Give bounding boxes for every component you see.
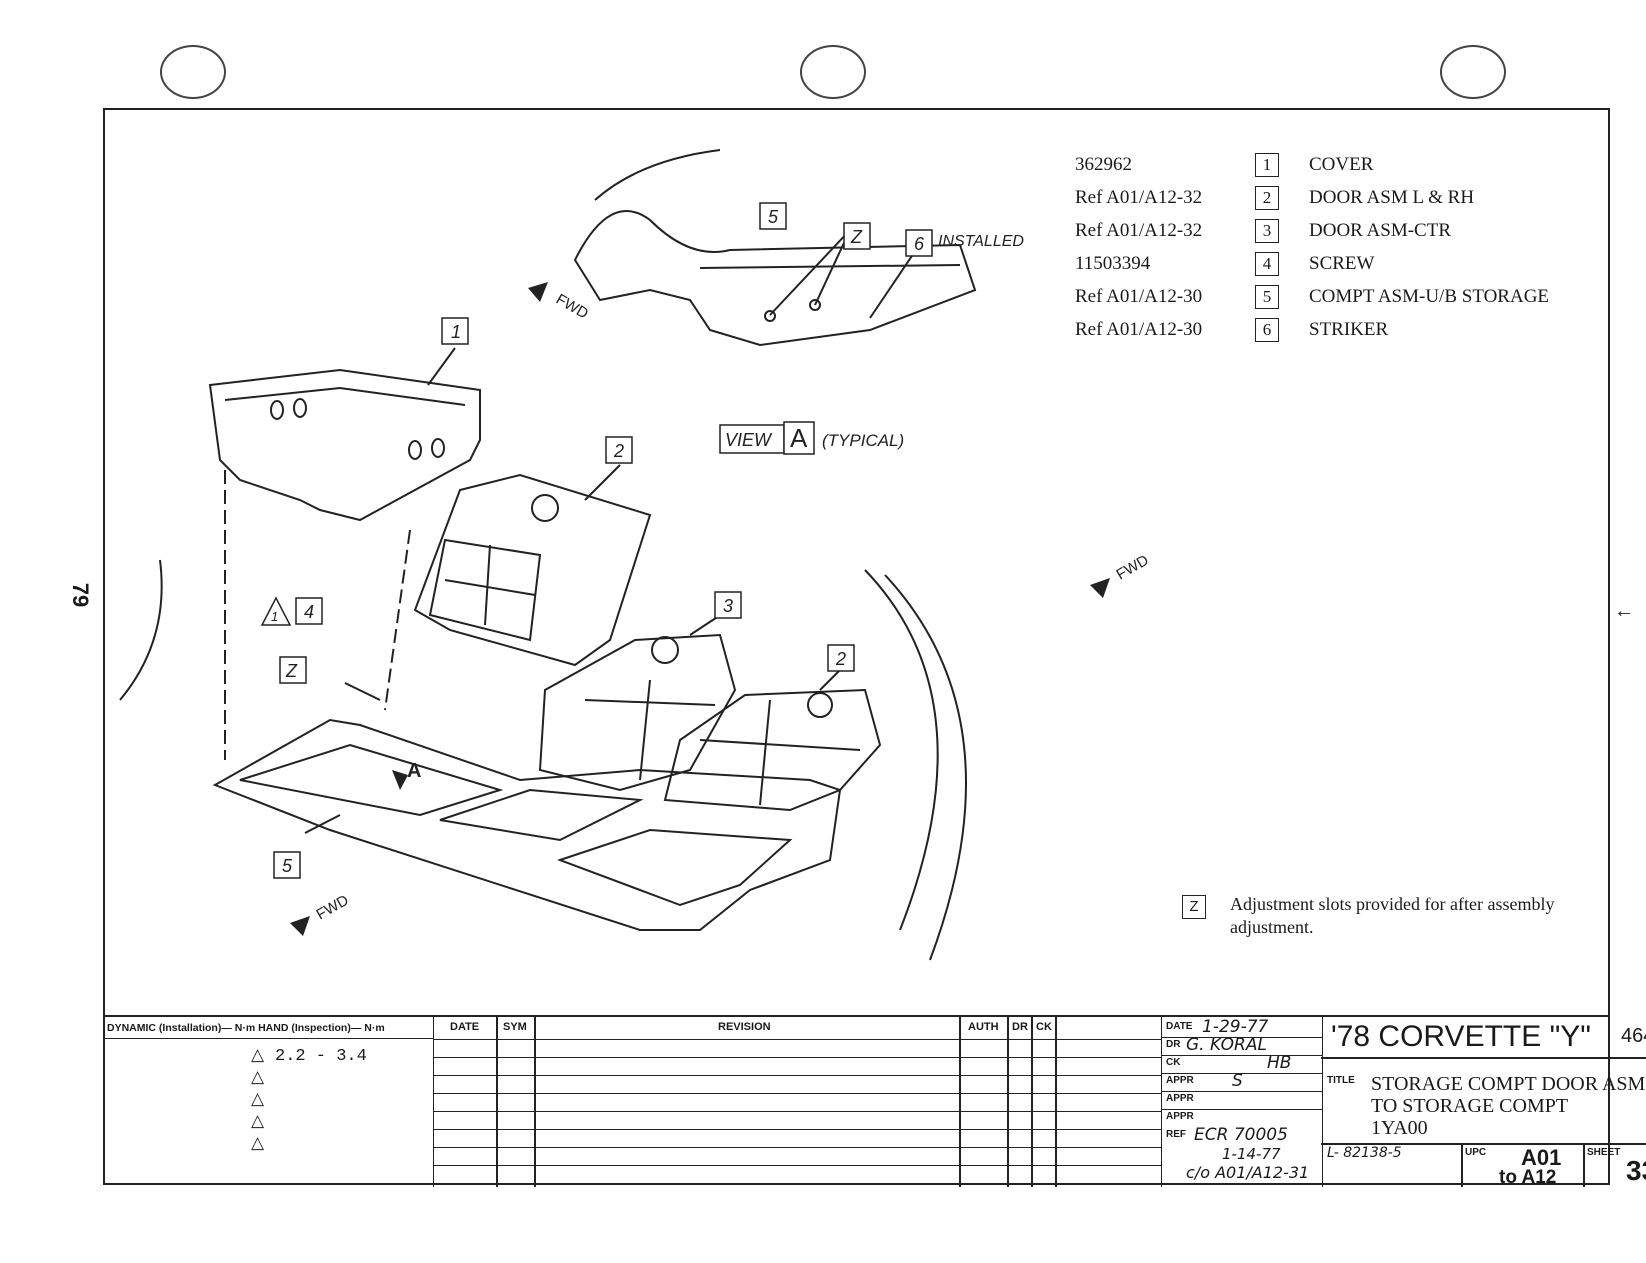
drawing-title: STORAGE COMPT DOOR ASM TO STORAGE COMPT … bbox=[1371, 1073, 1645, 1139]
approval-block: DATE 1-29-77 DR G. KORAL CK HB APPR S AP… bbox=[1161, 1017, 1323, 1187]
appr2-label: APPR bbox=[1166, 1093, 1194, 1104]
part-description: COVER bbox=[1309, 154, 1374, 175]
callout-2-right: 2 bbox=[835, 649, 846, 669]
note-symbol: Z bbox=[1182, 895, 1206, 919]
callout-4: 4 bbox=[304, 602, 314, 622]
callout-1: 1 bbox=[451, 322, 461, 342]
note-text: Adjustment slots provided for after asse… bbox=[1230, 894, 1555, 937]
title-line-1: STORAGE COMPT DOOR ASM bbox=[1371, 1073, 1646, 1095]
date-label: DATE bbox=[1166, 1021, 1193, 1032]
title-block: DYNAMIC (Installation)— N·m HAND (Inspec… bbox=[103, 1015, 1646, 1188]
appr-value: S bbox=[1232, 1071, 1243, 1091]
callout-2-left: 2 bbox=[613, 441, 624, 461]
l-number: L- 82138-5 bbox=[1327, 1145, 1402, 1161]
view-label: VIEW bbox=[725, 430, 773, 450]
item-number: 6 bbox=[1255, 318, 1279, 342]
rev-header-ck: CK bbox=[1036, 1021, 1052, 1033]
item-number: 3 bbox=[1255, 219, 1279, 243]
binder-hole bbox=[1440, 45, 1506, 99]
rev-header-auth: AUTH bbox=[968, 1021, 999, 1033]
dr-value: G. KORAL bbox=[1186, 1035, 1267, 1055]
binder-hole bbox=[160, 45, 226, 99]
torque-header: DYNAMIC (Installation)— N·m HAND (Inspec… bbox=[103, 1017, 433, 1039]
part-number: 362962 bbox=[1075, 154, 1132, 175]
date-value: 1-29-77 bbox=[1202, 1017, 1269, 1037]
torque-marker-2: △ bbox=[251, 1067, 265, 1086]
callout-3: 3 bbox=[723, 596, 733, 616]
torque-marker-4: △ bbox=[251, 1111, 265, 1130]
torque-value-1: 2.2 - 3.4 bbox=[275, 1047, 367, 1066]
rev-header-date: DATE bbox=[450, 1021, 480, 1033]
title-area: '78 CORVETTE "Y" 464887 TITLE STORAGE CO… bbox=[1321, 1017, 1646, 1188]
torque-marker-1: △ bbox=[251, 1045, 265, 1064]
part-description: DOOR ASM-CTR bbox=[1309, 220, 1451, 241]
fwd-label-detail: FWD bbox=[553, 291, 591, 323]
part-description: COMPT ASM-U/B STORAGE bbox=[1309, 286, 1550, 307]
title-line-2: TO STORAGE COMPT bbox=[1371, 1095, 1569, 1117]
tri-callout-1: 1 bbox=[271, 609, 278, 624]
part-description: STRIKER bbox=[1309, 319, 1389, 340]
fwd-label-right: FWD bbox=[1114, 552, 1152, 584]
drawing-number: 464887 bbox=[1621, 1025, 1646, 1047]
binder-hole bbox=[800, 45, 866, 99]
item-number: 5 bbox=[1255, 285, 1279, 309]
ck-value: HB bbox=[1267, 1053, 1292, 1073]
ref-value-3: c/o A01/A12-31 bbox=[1186, 1163, 1310, 1182]
callout-5-main: 5 bbox=[282, 856, 293, 876]
rev-header-sym: SYM bbox=[503, 1021, 527, 1033]
part-number: Ref A01/A12-32 bbox=[1075, 220, 1203, 241]
callout-installed: INSTALLED bbox=[938, 233, 1024, 250]
item-number: 4 bbox=[1255, 252, 1279, 276]
ref-value-1: ECR 70005 bbox=[1194, 1125, 1288, 1145]
sheet-label: SHEET bbox=[1587, 1147, 1621, 1158]
margin-arrow-icon: ← bbox=[1614, 600, 1634, 622]
torque-marker-3: △ bbox=[251, 1089, 265, 1108]
title-line-3: 1YA00 bbox=[1371, 1117, 1428, 1139]
part-number: Ref A01/A12-30 bbox=[1075, 286, 1203, 307]
model-title: '78 CORVETTE "Y" bbox=[1331, 1020, 1591, 1053]
part-number: Ref A01/A12-30 bbox=[1075, 319, 1203, 340]
callout-5-detail: 5 bbox=[768, 207, 779, 227]
sheet-number: 33 bbox=[1626, 1155, 1646, 1186]
item-number: 2 bbox=[1255, 186, 1279, 210]
upc-value-2: to A12 bbox=[1499, 1167, 1557, 1188]
callout-6: 6 bbox=[914, 234, 925, 254]
view-a-marker: A bbox=[407, 760, 421, 782]
upc-label: UPC bbox=[1465, 1147, 1487, 1158]
part-number: 11503394 bbox=[1075, 253, 1151, 274]
callout-z-main: Z bbox=[285, 661, 298, 681]
part-description: DOOR ASM L & RH bbox=[1309, 187, 1475, 208]
appr-label: APPR bbox=[1166, 1075, 1194, 1086]
fwd-label-left: FWD bbox=[314, 892, 352, 924]
callout-z-detail: Z bbox=[850, 227, 863, 247]
dr-label: DR bbox=[1166, 1039, 1181, 1050]
title-label: TITLE bbox=[1327, 1075, 1355, 1086]
drawing-frame bbox=[103, 108, 1610, 1185]
torque-table: DYNAMIC (Installation)— N·m HAND (Inspec… bbox=[103, 1017, 434, 1187]
ck-label: CK bbox=[1166, 1057, 1181, 1068]
item-number: 1 bbox=[1255, 153, 1279, 177]
revision-table: DATE SYM REVISION AUTH DR CK bbox=[433, 1017, 1161, 1187]
ref-label: REF bbox=[1166, 1129, 1186, 1140]
rev-header-dr: DR bbox=[1012, 1021, 1028, 1033]
rev-header-revision: REVISION bbox=[718, 1021, 771, 1033]
appr3-label: APPR bbox=[1166, 1111, 1194, 1122]
ref-value-2: 1-14-77 bbox=[1222, 1145, 1281, 1163]
upc-value-1: A01 bbox=[1521, 1145, 1562, 1170]
part-number: Ref A01/A12-32 bbox=[1075, 187, 1203, 208]
view-letter: A bbox=[790, 423, 808, 453]
torque-marker-5: △ bbox=[251, 1133, 265, 1152]
part-description: SCREW bbox=[1309, 253, 1375, 274]
view-typical: (TYPICAL) bbox=[822, 431, 904, 450]
